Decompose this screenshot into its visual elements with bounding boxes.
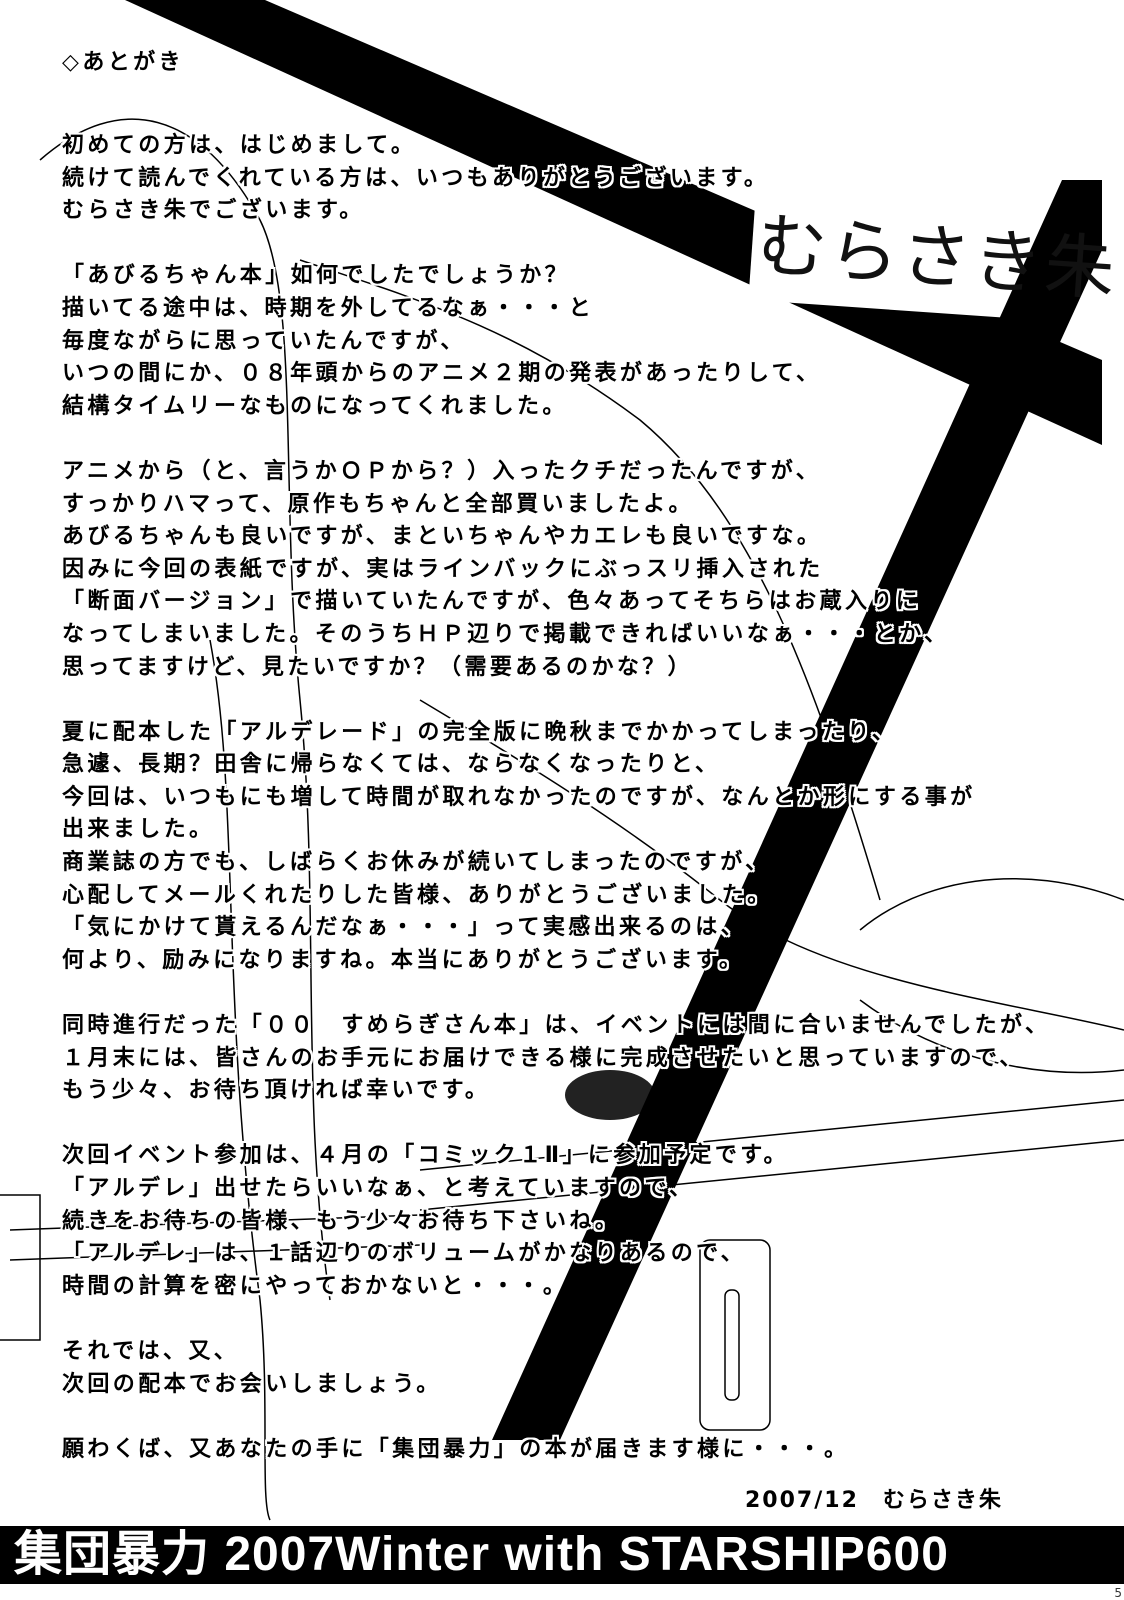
blank-line (62, 977, 1102, 1010)
blank-line (62, 228, 1102, 261)
body-line: 毎度ながらに思っていたんですが、 (62, 328, 466, 354)
body-line: 次回の配本でお会いしましょう。 (62, 1371, 442, 1397)
body-line: なってしまいました。そのうちＨＰ辺りで掲載できればいいなぁ・・・とか、 (62, 621, 950, 647)
body-line: 心配してメールくれたりした皆様、ありがとうございました。 (62, 882, 773, 908)
blank-line (62, 1401, 1102, 1434)
body-line: いつの間にか、０８年頭からのアニメ２期の発表があったりして、 (62, 361, 822, 387)
shaded-area (565, 1070, 655, 1120)
body-line: 今回は、いつもにも増して時間が取れなかったのですが、なんとか形にする事が (62, 784, 976, 810)
body-line: 「気にかけて貰えるんだなぁ・・・」って実感出来るのは、 (62, 915, 747, 941)
body-line: 「アルデレ」出せたらいいなぁ、と考えていますので、 (62, 1176, 695, 1201)
body-line: 「アルデレ」は、１話辺りのボリュームがかなりあるので、 (62, 1241, 747, 1267)
diagonal-band-top (125, 0, 1102, 445)
body-line: 次回イベント参加は、４月の「コミック１Ⅱ」に参加予定です。 (62, 1143, 789, 1169)
afterword-heading: ◇あとがき (62, 50, 184, 75)
diagonal-band-cross (492, 180, 1102, 1440)
blank-line (62, 423, 1102, 456)
band-label-background (748, 204, 1025, 319)
body-line: 同時進行だった「００ すめらぎさん本」は、イベントには間に合いませんでしたが、 (62, 1013, 1051, 1039)
body-line: 続きをお待ちの皆様、もう少々お待ち下さいね。 (62, 1208, 621, 1234)
body-line: もう少々、お待ち頂ければ幸いです。 (62, 1078, 491, 1104)
body-line: 何より、励みになりますね。本当にありがとうございます。 (62, 947, 745, 973)
body-line: 商業誌の方でも、しばらくお休みが続いてしまったのですが、 (62, 850, 771, 876)
body-line: アニメから（と、言うかＯＰから？）入ったクチだったんですが、 (62, 458, 822, 484)
body-line: 「あびるちゃん本」如何でしたでしょうか？ (62, 263, 571, 289)
body-line: それでは、又、 (62, 1338, 240, 1364)
body-line: むらさき朱でございます。 (62, 198, 365, 224)
line-art (0, 118, 1124, 1521)
blank-line (62, 1303, 1102, 1336)
body-line: 因みに今回の表紙ですが、実はラインバックにぶっスリ挿入された (62, 556, 824, 582)
body-line: １月末には、皆さんのお手元にお届けできる様に完成させたいと思っていますので、 (62, 1045, 1025, 1071)
blank-line (62, 684, 1102, 717)
body-line: 「断面バージョン」で描いていたんですが、色々あってそちらはお蔵入りに (62, 589, 922, 615)
body-line: 出来ました。 (62, 817, 215, 843)
afterword-body: 初めての方は、はじめまして。続けて読んでくれている方は、いつもありがとうございま… (62, 130, 1102, 1466)
circle-event-band-label: 集団暴力 2007Winter with STARSHIP600 (14, 1528, 949, 1581)
body-line: すっかりハマって、原作もちゃんと全部買いましたよ。 (62, 491, 694, 517)
circle-event-band-strip (0, 1526, 1124, 1584)
body-line: 急遽、長期？田舎に帰らなくては、ならなくなったりと、 (62, 752, 721, 778)
body-line: 時間の計算を密にやっておかないと・・・。 (62, 1273, 569, 1299)
body-line: 思ってますけど、見たいですか？（需要あるのかな？） (62, 654, 694, 680)
body-line: 願わくば、又あなたの手に「集団暴力」の本が届きます様に・・・。 (62, 1436, 850, 1462)
blank-line (62, 1108, 1102, 1141)
signature-date-author: 2007/12 むらさき朱 (745, 1488, 1003, 1513)
page-number: 5 (1114, 1586, 1122, 1600)
body-line: 描いてる途中は、時期を外してるなぁ・・・と (62, 295, 595, 321)
body-line: 夏に配本した「アルデレード」の完全版に晩秋までかかってしまったり、 (62, 719, 898, 745)
body-line: 初めての方は、はじめまして。 (62, 133, 417, 158)
body-line: あびるちゃんも良いですが、まといちゃんやカエレも良いですな。 (62, 524, 823, 550)
body-line: 結構タイムリーなものになってくれました。 (62, 393, 568, 419)
body-line: 続けて読んでくれている方は、いつもありがとうございます。 (62, 165, 770, 191)
